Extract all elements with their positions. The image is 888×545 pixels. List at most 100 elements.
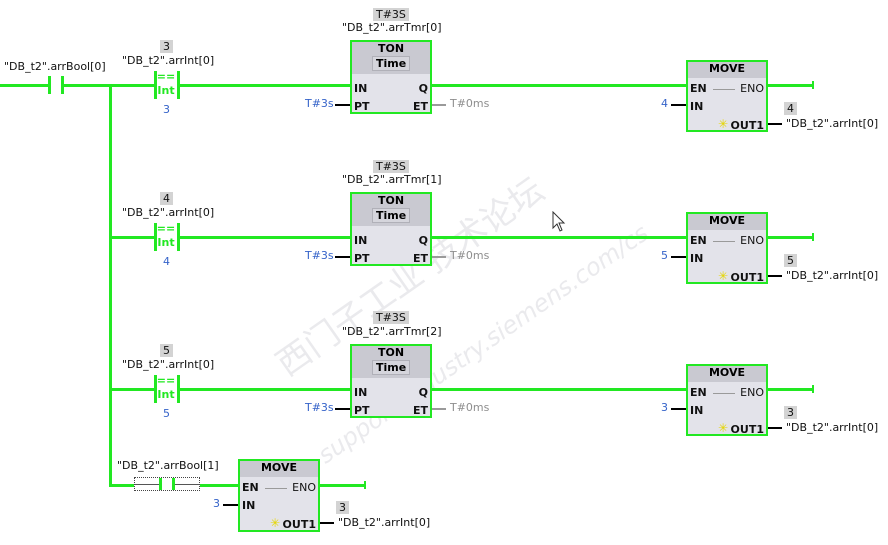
- wire-to-timer: [180, 84, 352, 87]
- ton-timer-block[interactable]: TON Time IN PT Q ET: [350, 344, 432, 418]
- et-wire: [432, 104, 446, 106]
- wire-to-timer: [180, 236, 352, 239]
- et-wire: [432, 408, 446, 410]
- timer-live-value: T#3S: [373, 8, 409, 21]
- star-icon: ✳: [718, 269, 729, 283]
- compare-left-bar[interactable]: [154, 71, 157, 99]
- star-icon: ✳: [270, 516, 281, 530]
- pin-en: EN: [690, 234, 707, 247]
- compare-tag: "DB_t2".arrInt[0]: [122, 54, 215, 67]
- move-name: MOVE: [688, 62, 766, 78]
- branch-wire: [112, 388, 154, 391]
- wire-to-move: [432, 84, 688, 87]
- move-out-wire: [768, 123, 782, 125]
- pin-out1: OUT1: [730, 119, 764, 132]
- pt-value[interactable]: T#3s: [305, 401, 334, 414]
- rung-end: [812, 385, 814, 393]
- timer-type[interactable]: Time: [372, 208, 411, 223]
- ton-timer-block[interactable]: TON Time IN PT Q ET: [350, 192, 432, 266]
- timer-name: TON: [377, 194, 405, 207]
- timer-instance: "DB_t2".arrTmr[0]: [342, 21, 442, 34]
- pt-value[interactable]: T#3s: [305, 97, 334, 110]
- timer-live-value: T#3S: [373, 160, 409, 173]
- main-contact-tag: "DB_t2".arrBool[0]: [4, 60, 106, 73]
- move-out-tag[interactable]: "DB_t2".arrInt[0]: [786, 421, 879, 434]
- compare-right-bar[interactable]: [177, 223, 180, 251]
- en-eno-line: [713, 241, 735, 242]
- move-out-wire: [768, 427, 782, 429]
- move-out-tag[interactable]: "DB_t2".arrInt[0]: [786, 269, 879, 282]
- move-out-tag[interactable]: "DB_t2".arrInt[0]: [338, 516, 431, 529]
- move-in-value[interactable]: 3: [213, 497, 220, 510]
- eno-wire: [768, 84, 812, 87]
- compare-type: Int: [157, 84, 175, 97]
- main-contact-left[interactable]: [48, 76, 51, 94]
- reset-contact-tag: "DB_t2".arrBool[1]: [117, 459, 219, 472]
- compare-type: Int: [157, 388, 175, 401]
- compare-live-value: 4: [160, 192, 173, 205]
- move-out-live-value: 5: [784, 254, 797, 267]
- move-block[interactable]: MOVE EN ENO IN ✳ OUT1: [686, 212, 768, 284]
- pin-pt: PT: [354, 404, 370, 417]
- en-eno-line: [713, 393, 735, 394]
- compare-operator: ==: [156, 374, 176, 387]
- move-block[interactable]: MOVE EN ENO IN ✳ OUT1: [686, 364, 768, 436]
- pin-eno: ENO: [740, 386, 764, 399]
- pin-en: EN: [690, 82, 707, 95]
- move-out-wire: [320, 522, 334, 524]
- rung-end: [812, 81, 814, 89]
- pin-out1: OUT1: [282, 518, 316, 531]
- pin-eno: ENO: [740, 82, 764, 95]
- pin-in: IN: [354, 234, 368, 247]
- compare-right-bar[interactable]: [177, 375, 180, 403]
- move-in-wire: [671, 104, 686, 106]
- pin-in: IN: [354, 386, 368, 399]
- en-eno-line: [265, 488, 287, 489]
- et-wire: [432, 256, 446, 258]
- pin-et: ET: [412, 404, 428, 417]
- pt-wire: [335, 408, 350, 410]
- star-icon: ✳: [718, 117, 729, 131]
- compare-left-bar[interactable]: [154, 375, 157, 403]
- reset-contact[interactable]: [134, 477, 200, 491]
- pin-in: IN: [690, 252, 704, 265]
- move-name: MOVE: [688, 214, 766, 230]
- compare-type: Int: [157, 236, 175, 249]
- timer-type[interactable]: Time: [372, 360, 411, 375]
- compare-operator: ==: [156, 222, 176, 235]
- move-in-value[interactable]: 3: [661, 401, 668, 414]
- timer-live-value: T#3S: [373, 311, 409, 324]
- compare-operator: ==: [156, 70, 176, 83]
- timer-type[interactable]: Time: [372, 56, 411, 71]
- pin-out1: OUT1: [730, 423, 764, 436]
- pt-wire: [335, 256, 350, 258]
- compare-operand: 5: [163, 407, 170, 420]
- move-out-tag[interactable]: "DB_t2".arrInt[0]: [786, 117, 879, 130]
- wire-to-move: [432, 388, 688, 391]
- pt-value[interactable]: T#3s: [305, 249, 334, 262]
- pin-et: ET: [412, 252, 428, 265]
- compare-live-value: 5: [160, 344, 173, 357]
- pin-q: Q: [418, 82, 428, 95]
- ton-timer-block[interactable]: TON Time IN PT Q ET: [350, 40, 432, 114]
- pin-q: Q: [418, 234, 428, 247]
- pin-in: IN: [690, 404, 704, 417]
- pin-q: Q: [418, 386, 428, 399]
- main-contact-right[interactable]: [61, 76, 64, 94]
- move-in-value[interactable]: 4: [661, 97, 668, 110]
- move-block[interactable]: MOVE EN ENO IN ✳ OUT1: [238, 459, 320, 532]
- compare-left-bar[interactable]: [154, 223, 157, 251]
- move-out-live-value: 3: [336, 501, 349, 514]
- pin-et: ET: [412, 100, 428, 113]
- timer-instance: "DB_t2".arrTmr[2]: [342, 325, 442, 338]
- eno-wire: [320, 484, 364, 487]
- et-value: T#0ms: [450, 97, 490, 110]
- move-in-value[interactable]: 5: [661, 249, 668, 262]
- move-block[interactable]: MOVE EN ENO IN ✳ OUT1: [686, 60, 768, 132]
- pin-in: IN: [354, 82, 368, 95]
- star-icon: ✳: [718, 421, 729, 435]
- eno-wire: [768, 236, 812, 239]
- compare-right-bar[interactable]: [177, 71, 180, 99]
- branch-vertical-wire: [109, 84, 112, 486]
- en-eno-line: [713, 89, 735, 90]
